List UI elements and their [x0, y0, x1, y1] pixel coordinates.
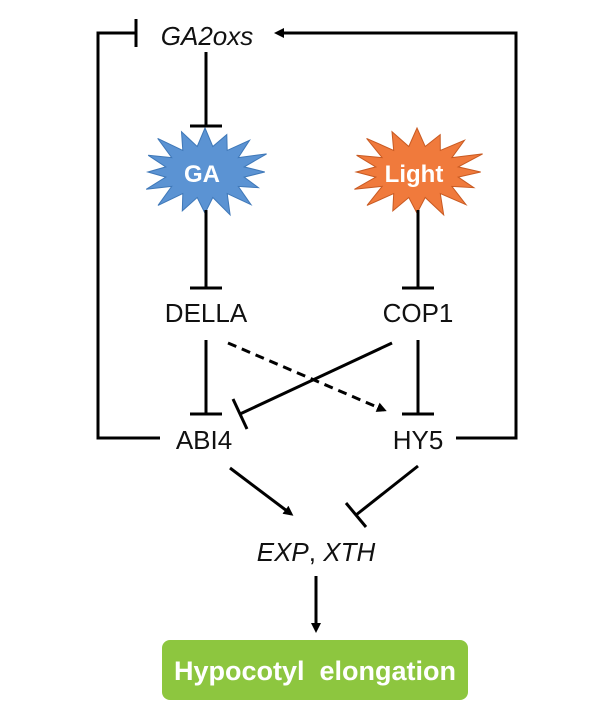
exp-label: EXP	[257, 537, 310, 567]
ga2oxs-label: GA2oxs	[161, 21, 254, 51]
exp-xth-label: EXP, XTH	[257, 537, 376, 567]
ga-label: GA	[184, 161, 220, 188]
edge-hy5-inhibits-exp-xth-bar	[344, 502, 368, 528]
edge-hy5-inhibits-exp-xth	[355, 464, 419, 517]
abi4-label: ABI4	[176, 425, 232, 455]
edge-abi4-inhibits-ga2oxs	[96, 31, 160, 440]
light-label: Light	[385, 161, 444, 188]
edge-hy5-activates-ga2oxs	[274, 28, 518, 440]
edge-abi4-activates-exp-xth	[229, 466, 294, 516]
gene-separator: ,	[309, 537, 323, 567]
cop1-label: COP1	[383, 298, 454, 328]
edge-cop1-inhibits-abi4-bar	[231, 398, 249, 430]
xth-label: XTH	[322, 537, 375, 567]
edge-della-activates-hy5	[227, 341, 387, 412]
della-label: DELLA	[165, 298, 248, 328]
output-label: Hypocotyl elongation	[174, 656, 456, 686]
edge-cop1-inhibits-abi4	[239, 341, 393, 416]
hy5-label: HY5	[393, 425, 444, 455]
output-box	[162, 640, 468, 700]
